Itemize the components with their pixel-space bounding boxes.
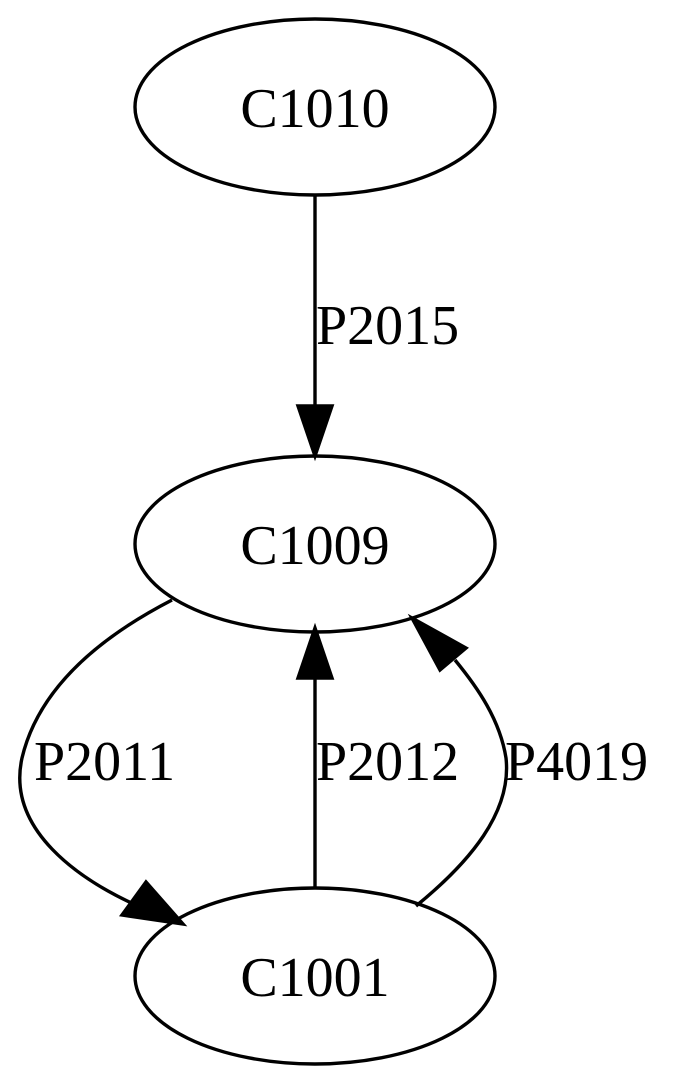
node-c1009-label: C1009 [240,515,389,577]
edge-c1001-c1009-b: P4019 [407,613,648,908]
edge-p2011-label: P2011 [34,731,175,793]
edge-p2012-arrowhead [295,622,335,680]
node-c1010: C1010 [133,17,497,197]
edge-c1009-c1001: P2011 [18,598,188,927]
edge-p2011-line [18,598,173,908]
edge-p2011-arrowhead [118,879,188,927]
edge-c1001-c1009-a: P2012 [295,622,459,888]
node-c1001: C1001 [133,886,497,1066]
edge-c1010-c1009: P2015 [295,196,459,462]
node-c1010-shape [133,17,497,197]
edge-p4019-arrowhead [407,613,469,673]
edge-p4019-line [414,658,509,908]
edge-p2015-label: P2015 [316,295,459,357]
edge-p2012-label: P2012 [316,731,459,793]
node-c1009: C1009 [133,454,497,634]
edge-p4019-label: P4019 [505,731,648,793]
edge-p2015-arrowhead [295,404,335,462]
node-c1001-label: C1001 [240,947,389,1009]
node-c1010-label: C1010 [240,78,389,140]
